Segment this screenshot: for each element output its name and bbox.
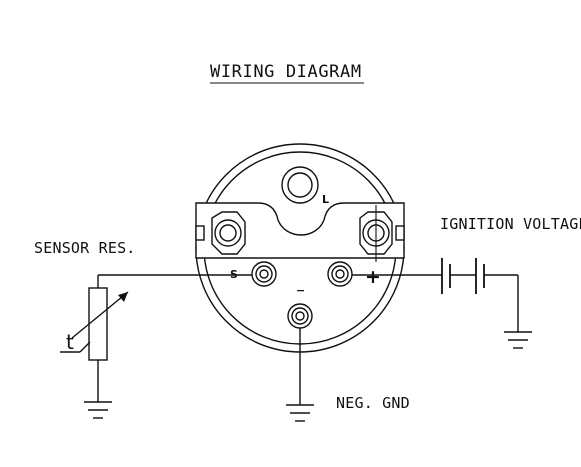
lamp-socket (281, 166, 319, 204)
terminal-bracket (195, 202, 405, 259)
wires (97, 274, 519, 405)
terminal-l-label: L (322, 193, 329, 206)
sensor-resistor (60, 287, 129, 361)
mounting-nut-left (211, 211, 246, 255)
terminal-s (251, 261, 277, 287)
sensor-res-label: SENSOR RES. (34, 239, 136, 257)
terminal-positive (327, 261, 353, 287)
terminal-minus-label: − (296, 284, 305, 297)
ignition-voltage-label: IGNITION VOLTAGE (440, 215, 581, 233)
battery-ground-icon (504, 331, 532, 349)
diagram-title: WIRING DIAGRAM (210, 62, 362, 82)
terminal-s-label: S (230, 268, 238, 281)
bracket-tab-right (395, 225, 405, 241)
terminal-plus-label: + (365, 266, 381, 288)
terminal-negative (287, 303, 313, 329)
thermo-label: t (66, 330, 74, 354)
mounting-nut-right (359, 205, 393, 262)
bracket-tab-left (195, 225, 205, 241)
neg-ground-icon (286, 404, 314, 422)
sensor-ground-icon (84, 401, 112, 419)
battery-icon (441, 258, 485, 294)
neg-gnd-label: NEG. GND (336, 394, 410, 412)
